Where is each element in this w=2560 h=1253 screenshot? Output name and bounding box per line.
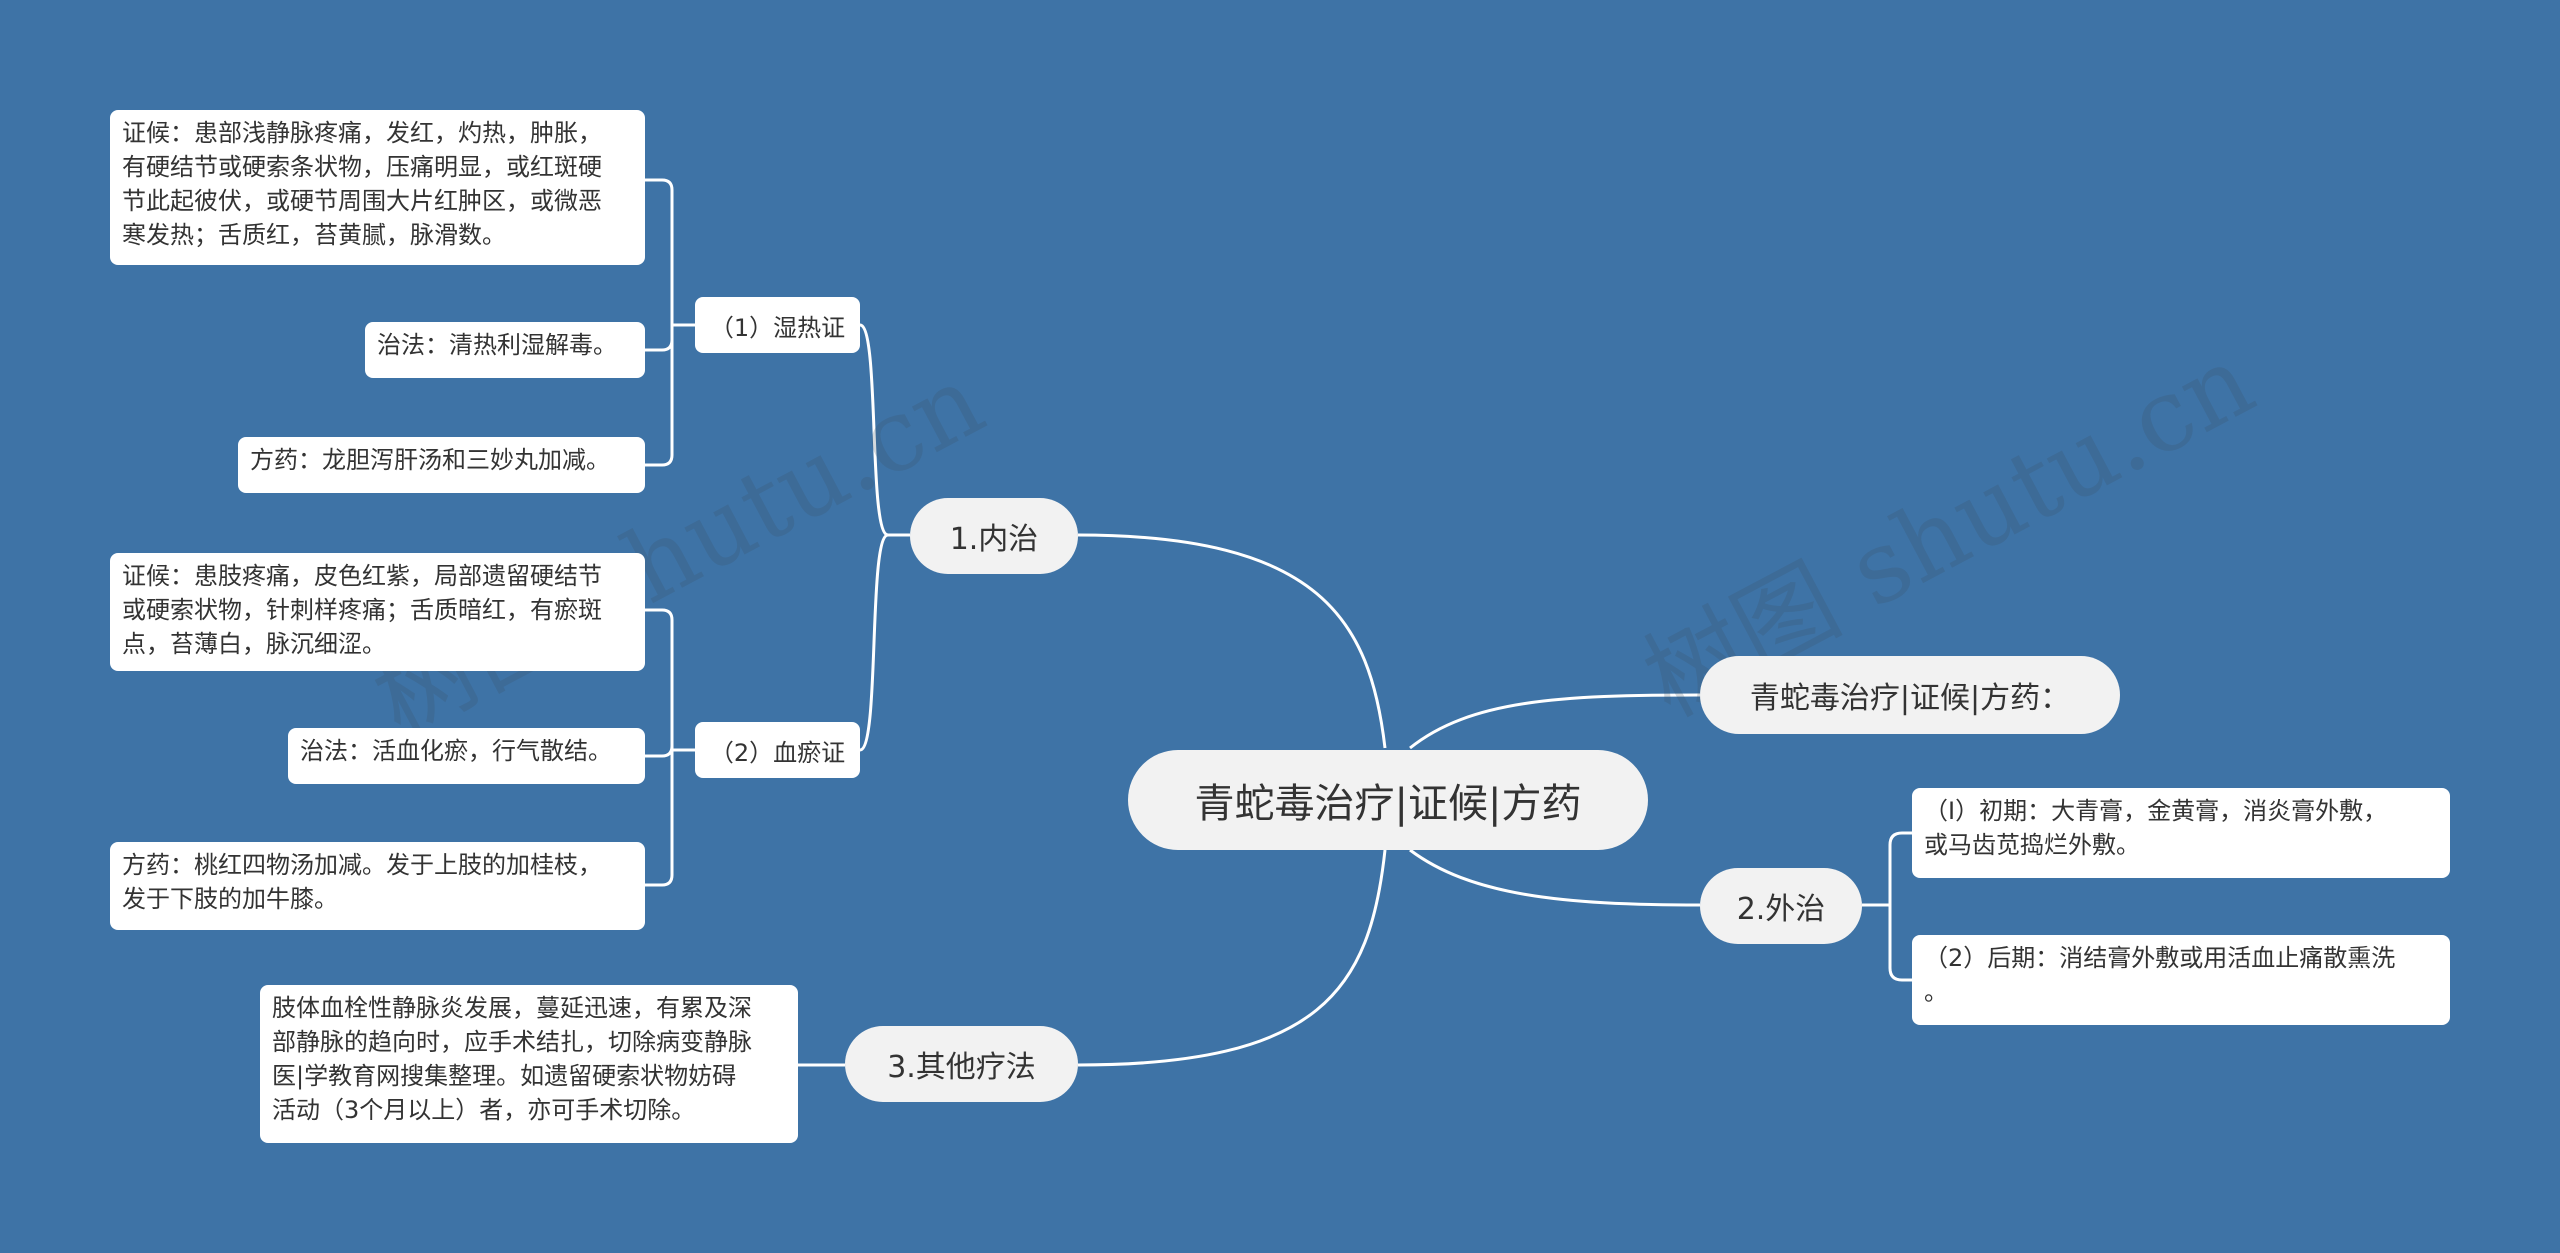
leaf-stasis-formula[interactable]: 方药：桃红四物汤加减。发于上肢的加桂枝， 发于下肢的加牛膝。 xyxy=(110,842,645,930)
link-stasis-leaves xyxy=(645,608,695,887)
link-damp-leaves xyxy=(645,178,695,467)
sub-damp-heat[interactable]: （1）湿热证 xyxy=(695,297,860,353)
leaf-external-early[interactable]: （Ⅰ）初期：大青膏，金黄膏，消炎膏外敷， 或马齿苋捣烂外敷。 xyxy=(1912,788,2450,878)
leaf-other-surgery[interactable]: 肢体血栓性静脉炎发展，蔓延迅速，有累及深 部静脉的趋向时，应手术结扎，切除病变静… xyxy=(260,985,798,1143)
root-node[interactable]: 青蛇毒治疗|证候|方药 xyxy=(1128,750,1648,850)
link-external-leaves xyxy=(1862,831,1912,982)
link-root-external xyxy=(1409,848,1701,907)
leaf-external-late[interactable]: （2）后期：消结膏外敷或用活血止痛散熏洗 。 xyxy=(1912,935,2450,1025)
leaf-stasis-symptoms[interactable]: 证候：患肢疼痛，皮色红紫，局部遗留硬结节 或硬索状物，针刺样疼痛；舌质暗红，有瘀… xyxy=(110,553,645,671)
leaf-stasis-method[interactable]: 治法：活血化瘀，行气散结。 xyxy=(288,728,645,784)
link-root-internal xyxy=(1077,533,1387,749)
link-root-intro xyxy=(1409,693,1701,750)
leaf-damp-method[interactable]: 治法：清热利湿解毒。 xyxy=(365,322,645,378)
branch-other[interactable]: 3.其他疗法 xyxy=(845,1026,1078,1102)
link-internal-damp xyxy=(859,323,910,537)
link-internal-stasis xyxy=(859,533,910,752)
branch-intro[interactable]: 青蛇毒治疗|证候|方药： xyxy=(1700,656,2120,734)
sub-blood-stasis[interactable]: （2）血瘀证 xyxy=(695,722,860,778)
branch-external[interactable]: 2.外治 xyxy=(1700,868,1862,944)
leaf-damp-symptoms[interactable]: 证候：患部浅静脉疼痛，发红，灼热，肿胀， 有硬结节或硬索条状物，压痛明显，或红斑… xyxy=(110,110,645,265)
leaf-damp-formula[interactable]: 方药：龙胆泻肝汤和三妙丸加减。 xyxy=(238,437,645,493)
branch-internal[interactable]: 1.内治 xyxy=(910,498,1078,574)
link-root-other xyxy=(1077,849,1387,1067)
